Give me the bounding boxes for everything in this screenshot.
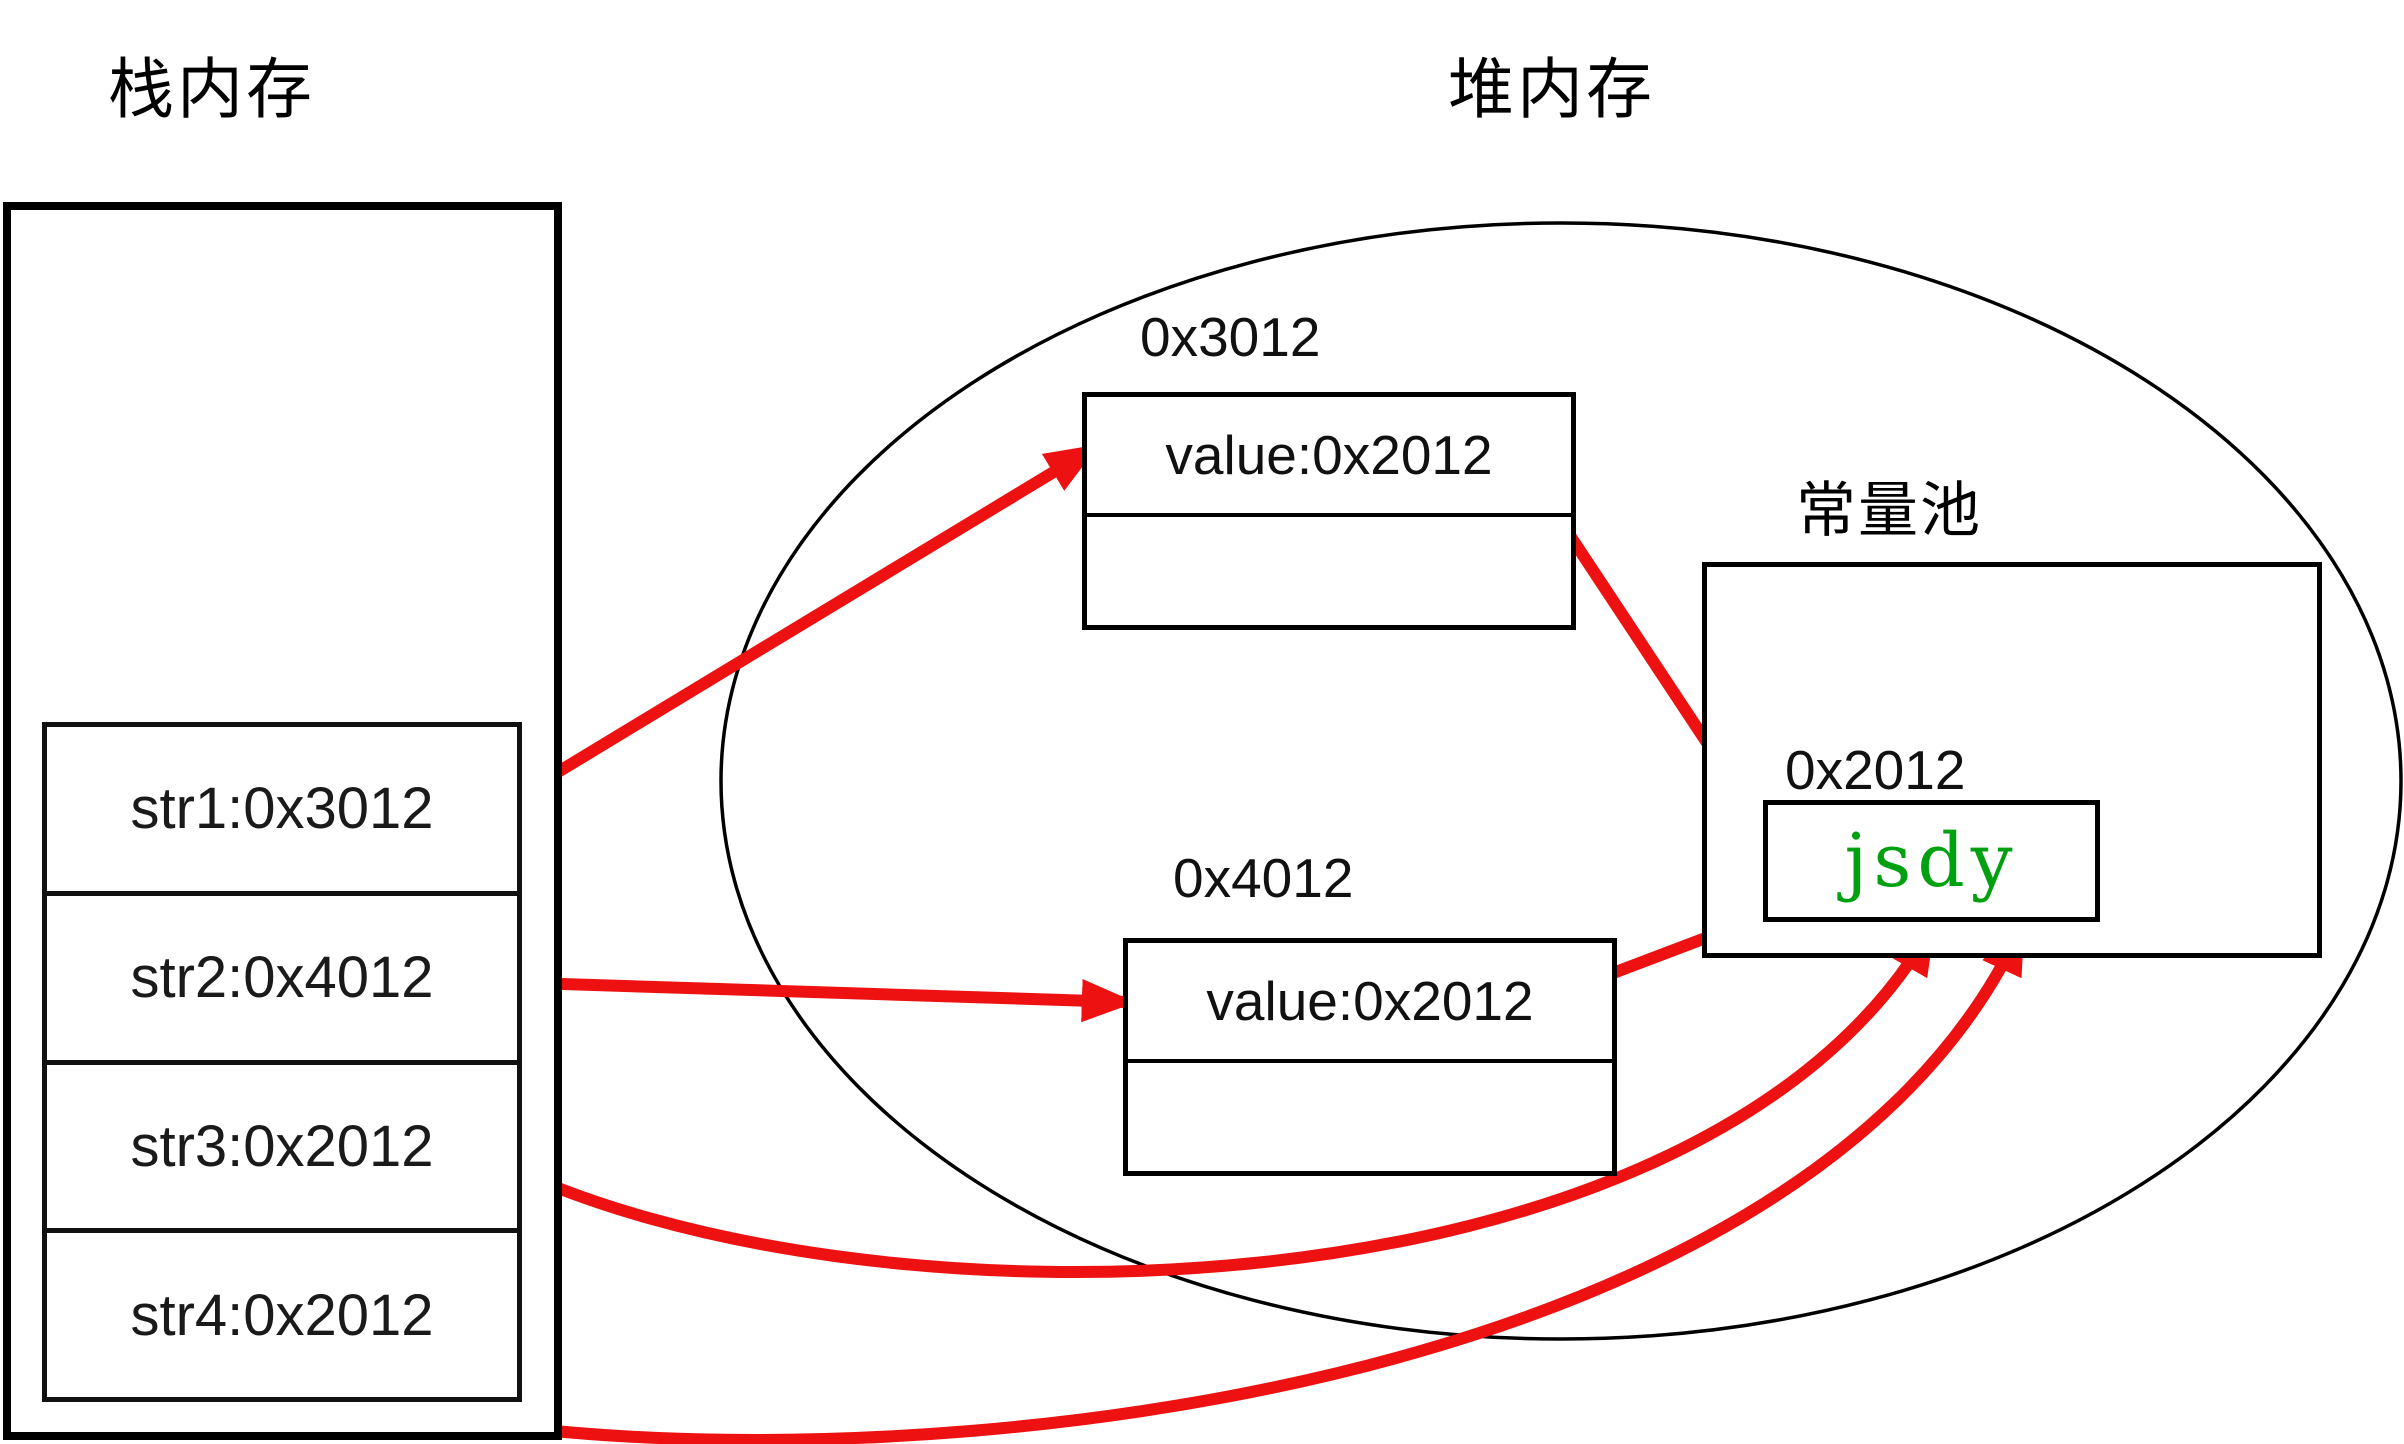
stack-cell-str2: str2:0x4012 — [47, 890, 517, 1060]
arrow-str1-to-0x3012 — [476, 444, 1100, 824]
object-0x4012-value-row: value:0x2012 — [1128, 943, 1612, 1063]
stack-memory-title: 栈内存 — [108, 52, 315, 126]
object-0x3012-empty-row — [1087, 517, 1571, 625]
constant-pool-title: 常量池 — [1796, 477, 1982, 544]
object-0x4012-address-label: 0x4012 — [1173, 847, 1354, 909]
stack-frame-table: str1:0x3012 str2:0x4012 str3:0x2012 str4… — [42, 722, 522, 1402]
pool-entry-address-label: 0x2012 — [1785, 739, 1966, 801]
object-0x3012-value-row: value:0x2012 — [1087, 397, 1571, 517]
string-literal-value: jsdy — [1844, 818, 2019, 904]
object-0x3012-box: value:0x2012 — [1082, 392, 1576, 630]
object-0x3012-address-label: 0x3012 — [1140, 306, 1321, 368]
pool-entry-box: jsdy — [1763, 800, 2100, 922]
stack-cell-str4: str4:0x2012 — [47, 1228, 517, 1397]
object-0x4012-empty-row — [1128, 1063, 1612, 1171]
heap-memory-title: 堆内存 — [1448, 52, 1655, 126]
stack-cell-str1: str1:0x3012 — [130, 776, 434, 842]
object-0x4012-box: value:0x2012 — [1123, 938, 1617, 1176]
stack-cell-str3: str3:0x2012 — [47, 1059, 517, 1229]
arrow-str2-to-0x4012 — [494, 976, 1136, 1023]
